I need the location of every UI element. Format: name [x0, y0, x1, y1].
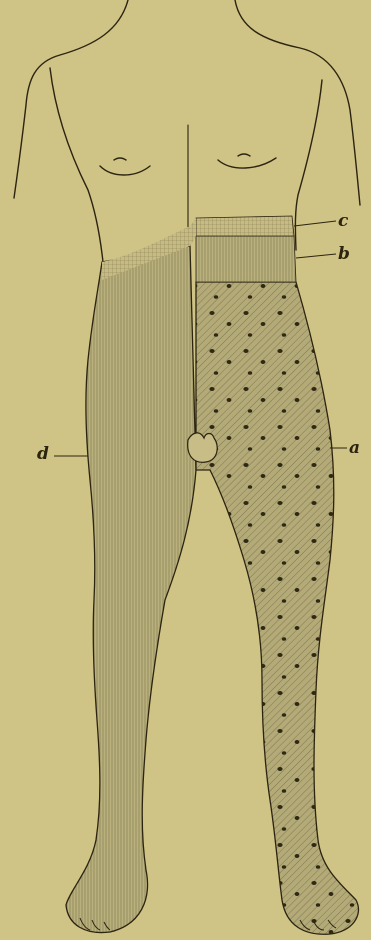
band-c-region: [196, 216, 294, 236]
spotted-overlay: [196, 282, 358, 934]
genital-outline: [188, 433, 218, 462]
leader-b: [296, 254, 336, 258]
shaded-leg-region: [66, 246, 196, 933]
leader-c: [294, 221, 336, 226]
band-b-region: [196, 236, 296, 282]
label-c: c: [338, 213, 348, 230]
label-a: a: [349, 440, 360, 457]
label-d: d: [37, 446, 49, 463]
label-b: b: [338, 246, 350, 263]
